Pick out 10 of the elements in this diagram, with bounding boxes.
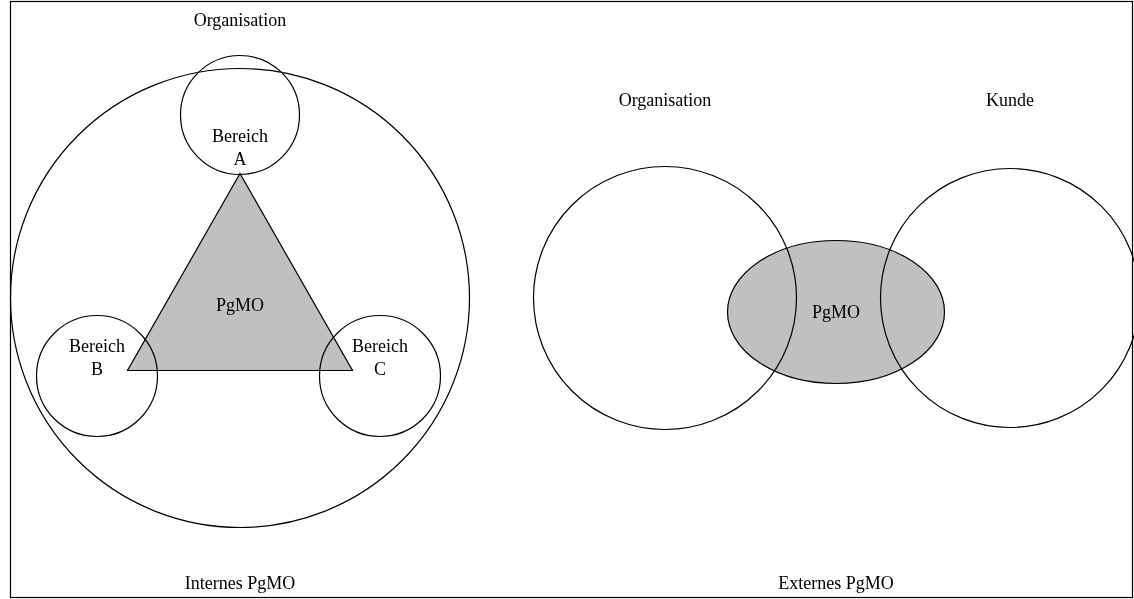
node-label: Bereich C	[351, 334, 409, 380]
node-label: Bereich A	[211, 124, 269, 170]
node-label: Kunde	[986, 88, 1034, 112]
node-label: Organisation	[618, 88, 712, 112]
node-label: Bereich B	[68, 334, 126, 380]
panel-caption: Externes PgMO	[778, 572, 894, 594]
node-label: PgMO	[216, 293, 264, 317]
panel-caption: Internes PgMO	[184, 572, 296, 594]
node-label: PgMO	[812, 300, 860, 324]
node-label: Organisation	[193, 8, 287, 32]
